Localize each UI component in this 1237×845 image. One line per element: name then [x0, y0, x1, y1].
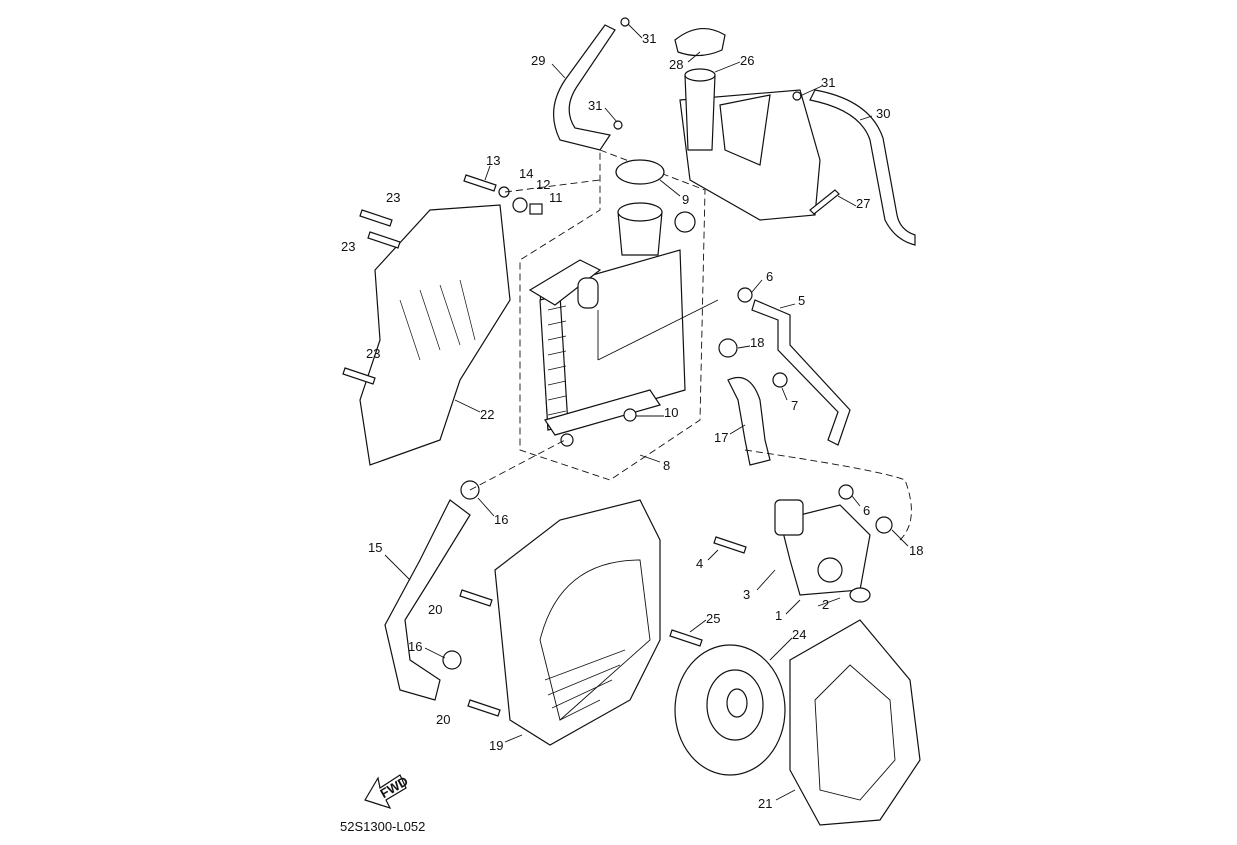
- filler-neck-rim: [617, 202, 663, 222]
- radiator-cover-louvers: [399, 279, 476, 361]
- callout: 20: [436, 712, 450, 727]
- callout: 23: [341, 239, 355, 254]
- fwd-label: FWD: [378, 773, 411, 801]
- hose-5: [751, 299, 851, 446]
- callout: 4: [696, 556, 703, 571]
- leader-lines: [384, 23, 912, 801]
- callout: 5: [798, 293, 805, 308]
- callout: 15: [368, 540, 382, 555]
- hose-29: [552, 24, 616, 151]
- callouts: 31 29 28 26 31 31 30 13 14 12 11 9 23 23…: [341, 31, 923, 811]
- cover-21: [789, 619, 921, 826]
- callout: 16: [408, 639, 422, 654]
- thermostat-housing: [774, 499, 871, 603]
- callout: 25: [706, 611, 720, 626]
- callout: 28: [669, 57, 683, 72]
- callout: 12: [536, 177, 550, 192]
- callout: 24: [792, 627, 806, 642]
- hose-17: [727, 376, 771, 466]
- callout: 19: [489, 738, 503, 753]
- callout: 21: [758, 796, 772, 811]
- diagram-code: 52S1300-L052: [340, 819, 425, 834]
- callout: 3: [743, 587, 750, 602]
- bolts: [342, 174, 840, 717]
- shroud-grille: [544, 649, 626, 721]
- callout: 1: [775, 608, 782, 623]
- mount-boss: [674, 211, 696, 233]
- callout: 10: [664, 405, 678, 420]
- callout: 23: [386, 190, 400, 205]
- hose-clamps: [442, 17, 893, 670]
- callout: 22: [480, 407, 494, 422]
- radiator-cap: [615, 159, 665, 185]
- callout: 31: [821, 75, 835, 90]
- callout: 20: [428, 602, 442, 617]
- hose-15: [384, 499, 471, 701]
- callout: 9: [682, 192, 689, 207]
- callout: 7: [791, 398, 798, 413]
- callout: 6: [766, 269, 773, 284]
- callout: 13: [486, 153, 500, 168]
- callout: 18: [909, 543, 923, 558]
- callout: 27: [856, 196, 870, 211]
- fan-shroud: [494, 499, 661, 746]
- callout: 16: [494, 512, 508, 527]
- callout: 17: [714, 430, 728, 445]
- assembly-boundary: [519, 149, 706, 481]
- tank-cap: [674, 28, 726, 57]
- callout: 26: [740, 53, 754, 68]
- callout: 8: [663, 458, 670, 473]
- callout: 2: [822, 597, 829, 612]
- radiator: [528, 249, 719, 447]
- callout: 23: [366, 346, 380, 361]
- callout: 11: [549, 190, 563, 205]
- callout: 31: [642, 31, 656, 46]
- callout: 30: [876, 106, 890, 121]
- hose-30: [809, 89, 916, 246]
- callout: 31: [588, 98, 602, 113]
- reservoir-tank: [679, 68, 821, 221]
- callout: 6: [863, 503, 870, 518]
- cover-21-opening: [814, 664, 896, 801]
- fwd-arrow-icon: FWD: [364, 773, 411, 810]
- cooling-fan: [674, 644, 786, 776]
- callout: 29: [531, 53, 545, 68]
- callout: 18: [750, 335, 764, 350]
- callout: 14: [519, 166, 533, 181]
- shroud-opening: [539, 559, 651, 721]
